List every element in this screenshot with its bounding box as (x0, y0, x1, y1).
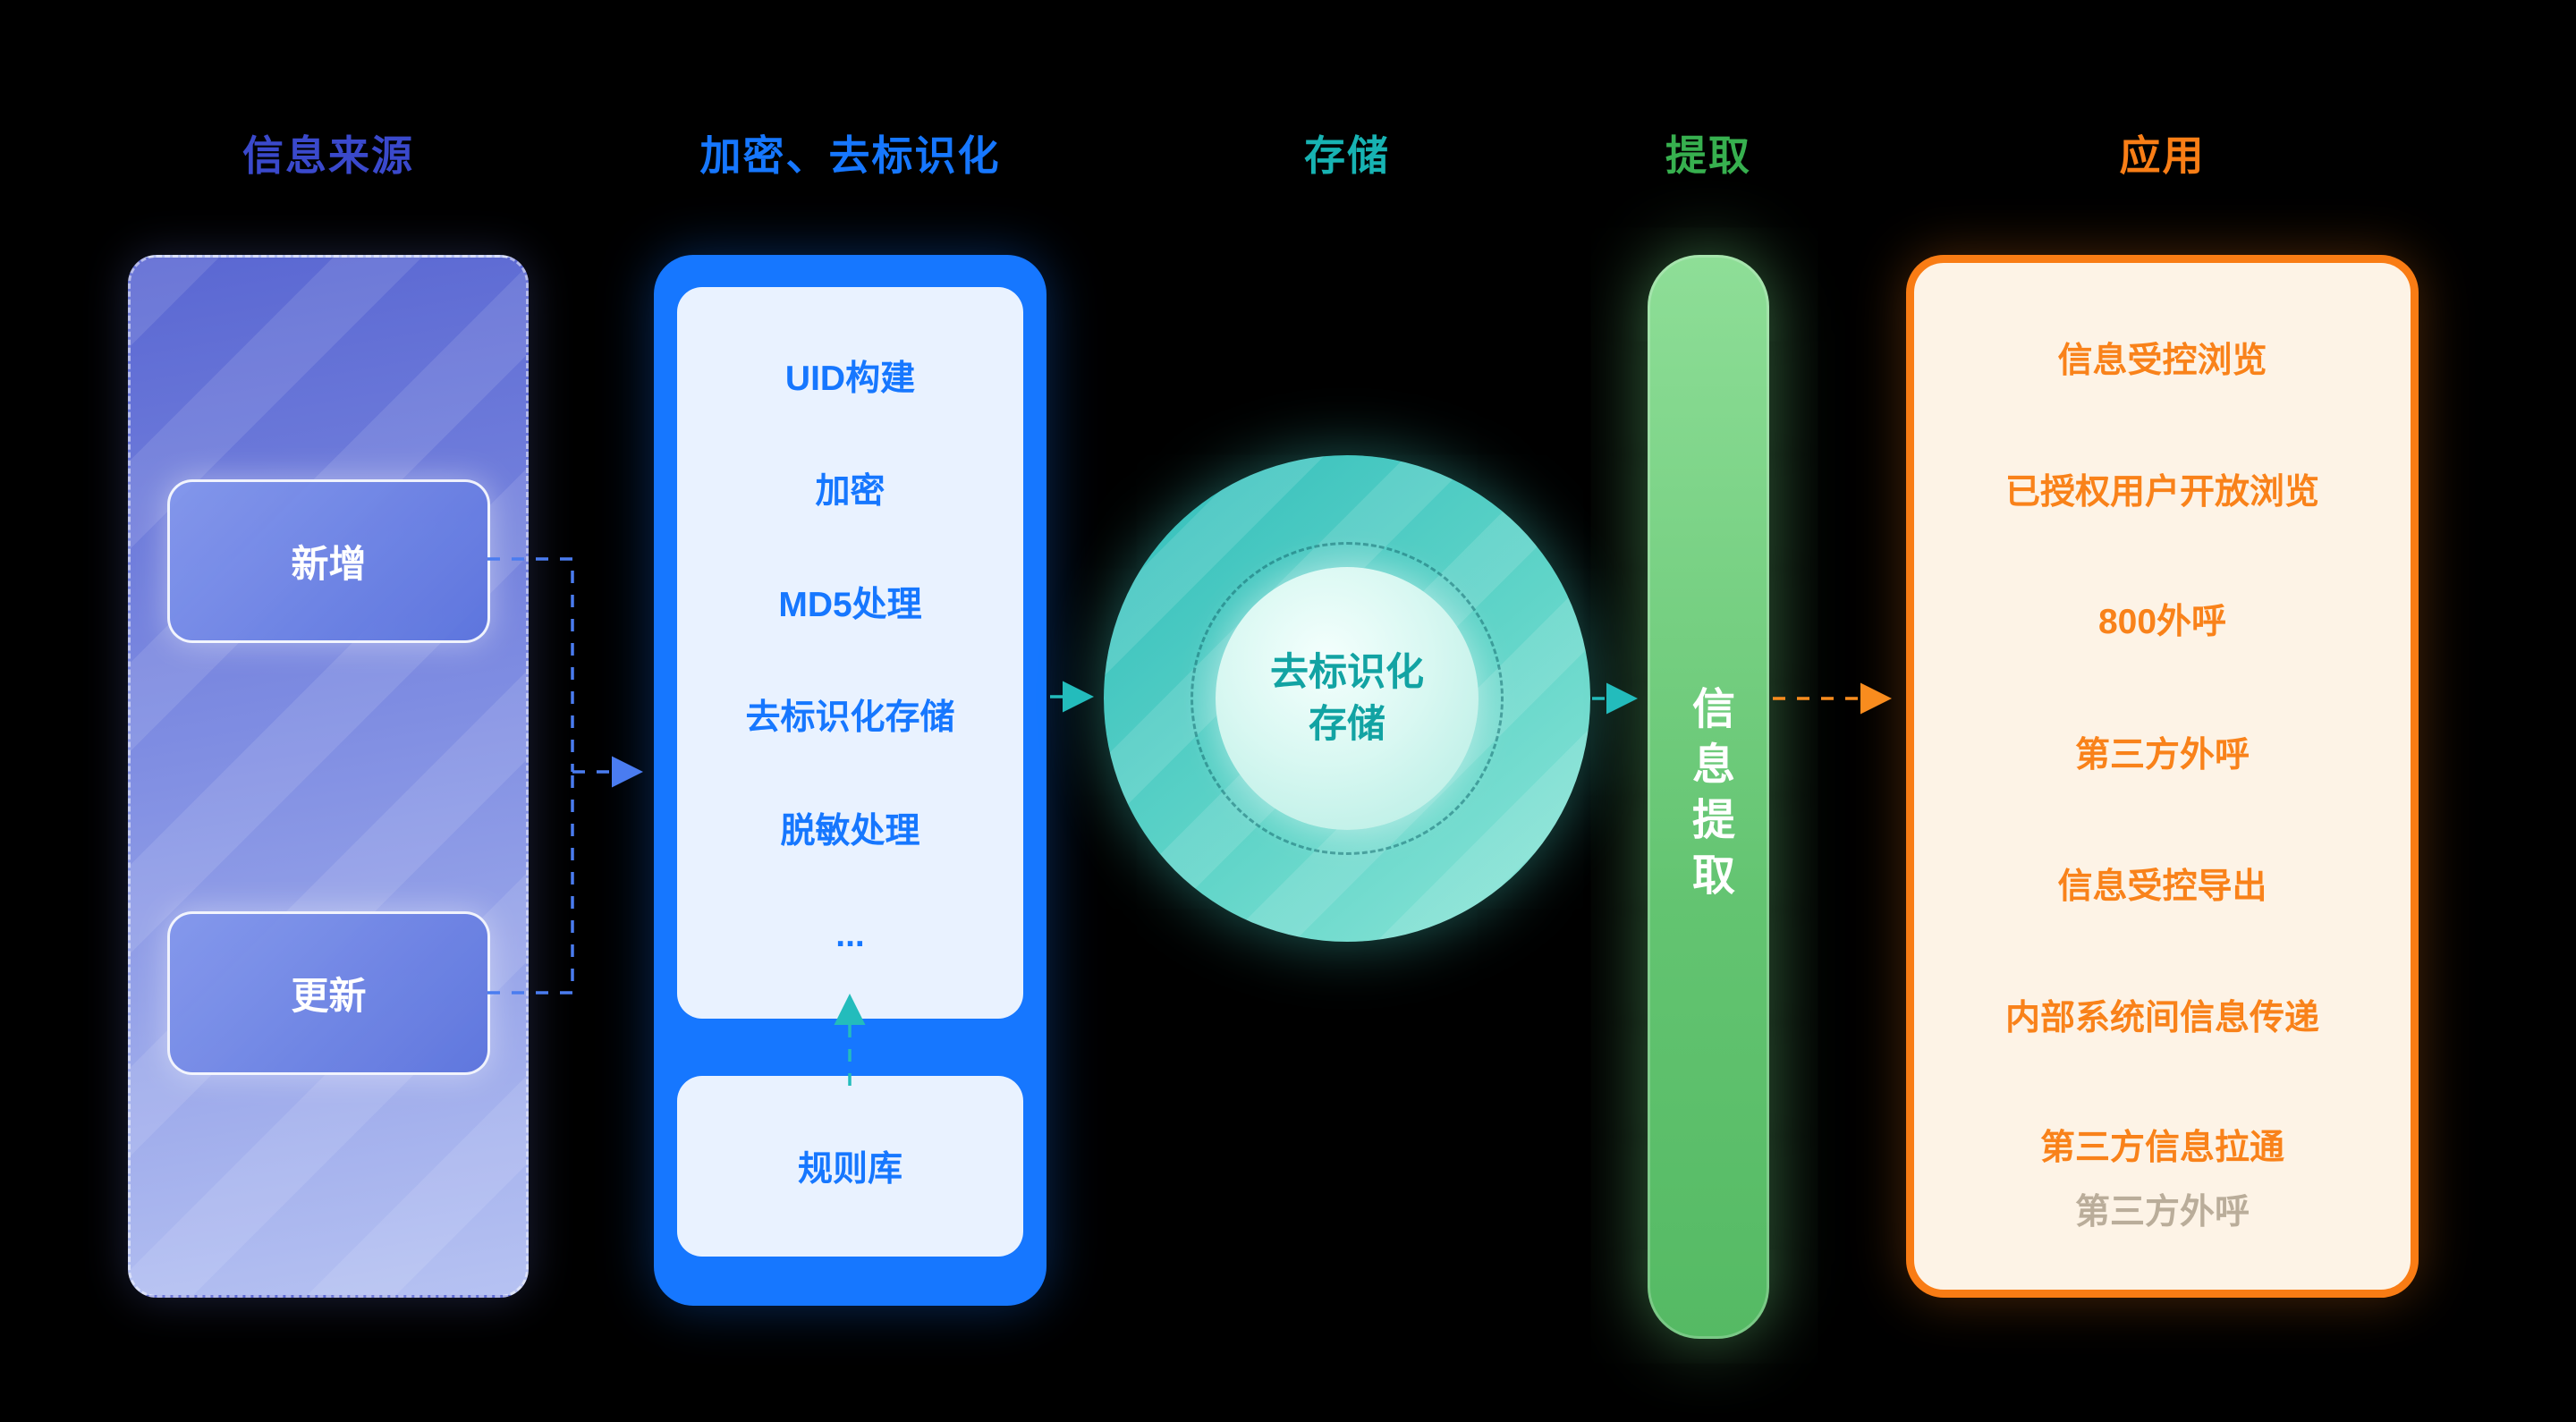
encryption-panel: UID构建 加密 MD5处理 去标识化存储 脱敏处理 ... 规则库 (654, 255, 1046, 1306)
application-item: 800外呼 (2097, 603, 2227, 641)
stage-title-encryption: 加密、去标识化 (699, 132, 1001, 179)
extraction-bar: 信息提取 (1648, 255, 1769, 1339)
encryption-step: 去标识化存储 (745, 698, 955, 738)
stage-title-application: 应用 (2119, 132, 2206, 179)
application-item: 信息受控导出 (2057, 868, 2267, 906)
source-node-update: 更新 (167, 911, 490, 1075)
rule-library-panel: 规则库 (677, 1076, 1023, 1257)
rule-library-label: 规则库 (797, 1150, 902, 1189)
application-item: 第三方外呼 (2074, 736, 2250, 774)
stage-title-extraction: 提取 (1665, 132, 1751, 179)
storage-core-line2: 存储 (1309, 703, 1385, 746)
stage-title-storage: 存储 (1304, 132, 1390, 179)
stage-title-source: 信息来源 (242, 132, 414, 179)
storage-core-line1: 去标识化 (1270, 650, 1424, 694)
application-item: 已授权用户开放浏览 (2004, 473, 2319, 512)
source-node-add: 新增 (167, 479, 490, 643)
encryption-step: 脱敏处理 (780, 811, 920, 851)
encryption-step: MD5处理 (778, 585, 922, 624)
storage-circle: 去标识化 存储 (1104, 455, 1590, 942)
application-panel: 信息受控浏览 已授权用户开放浏览 800外呼 第三方外呼 信息受控导出 内部系统… (1906, 255, 2419, 1298)
storage-core-label: 去标识化 存储 (1216, 567, 1479, 830)
application-item: 内部系统间信息传递 (2004, 999, 2319, 1037)
application-item-faded: 第三方外呼 (2074, 1193, 2250, 1232)
application-item: 信息受控浏览 (2057, 342, 2267, 380)
source-panel: 新增 更新 (128, 255, 529, 1298)
encryption-step: UID构建 (784, 359, 916, 398)
application-item: 第三方信息拉通 (2039, 1129, 2284, 1167)
encryption-step-ellipsis: ... (835, 916, 865, 955)
encryption-steps-panel: UID构建 加密 MD5处理 去标识化存储 脱敏处理 ... (677, 287, 1023, 1019)
encryption-step: 加密 (815, 472, 886, 512)
storage-dashed-ring (1191, 542, 1504, 855)
extraction-bar-label: 信息提取 (1685, 686, 1733, 908)
